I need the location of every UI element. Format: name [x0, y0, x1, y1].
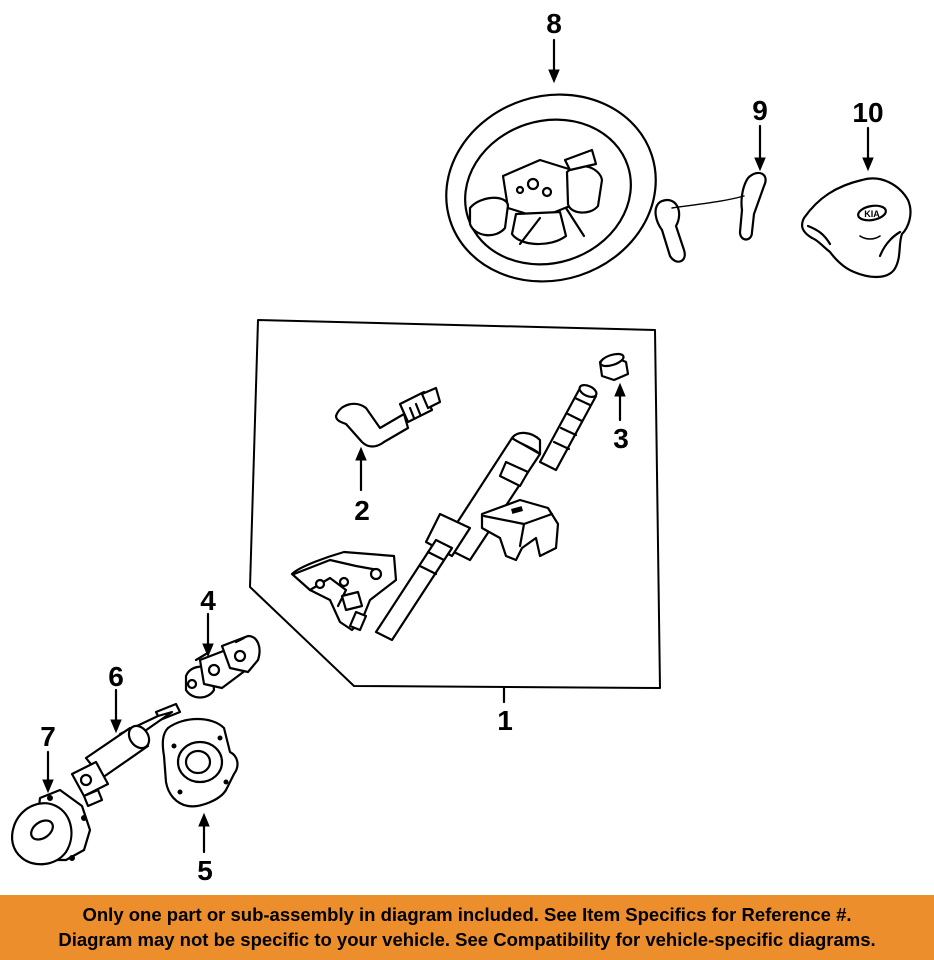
- tilt-lever-part[interactable]: [334, 386, 442, 448]
- callout-7: 7: [40, 721, 56, 752]
- callout-3: 3: [613, 423, 629, 454]
- steering-column-parts-diagram: KIA: [11, 8, 912, 886]
- callout-arrows: [42, 38, 874, 854]
- bushing-part[interactable]: [598, 352, 630, 382]
- callout-2: 2: [354, 495, 370, 526]
- callout-9: 9: [752, 95, 768, 126]
- callout-4: 4: [200, 585, 216, 616]
- callout-10: 10: [852, 97, 883, 128]
- airbag-logo-text: KIA: [864, 209, 880, 219]
- callout-8: 8: [546, 8, 562, 39]
- universal-joint-part[interactable]: [184, 634, 261, 699]
- steering-column-assembly-part[interactable]: [290, 383, 598, 642]
- callout-1: 1: [497, 705, 513, 736]
- airbag-module-part[interactable]: KIA: [801, 177, 912, 279]
- steering-column-assembly-outline: [249, 319, 661, 689]
- wire-harness-part[interactable]: [654, 171, 767, 263]
- disclaimer-line-1: Only one part or sub-assembly in diagram…: [82, 904, 852, 925]
- intermediate-shaft-part[interactable]: [70, 702, 182, 808]
- boot-seal-part[interactable]: [11, 788, 92, 866]
- cover-plate-part[interactable]: [161, 718, 239, 808]
- steering-wheel-part[interactable]: [422, 68, 680, 309]
- disclaimer-line-2: Diagram may not be specific to your vehi…: [58, 929, 876, 950]
- disclaimer-banner: Only one part or sub-assembly in diagram…: [0, 895, 934, 960]
- callout-5: 5: [197, 855, 213, 886]
- column-bracket-part: [480, 498, 560, 562]
- callout-6: 6: [108, 661, 124, 692]
